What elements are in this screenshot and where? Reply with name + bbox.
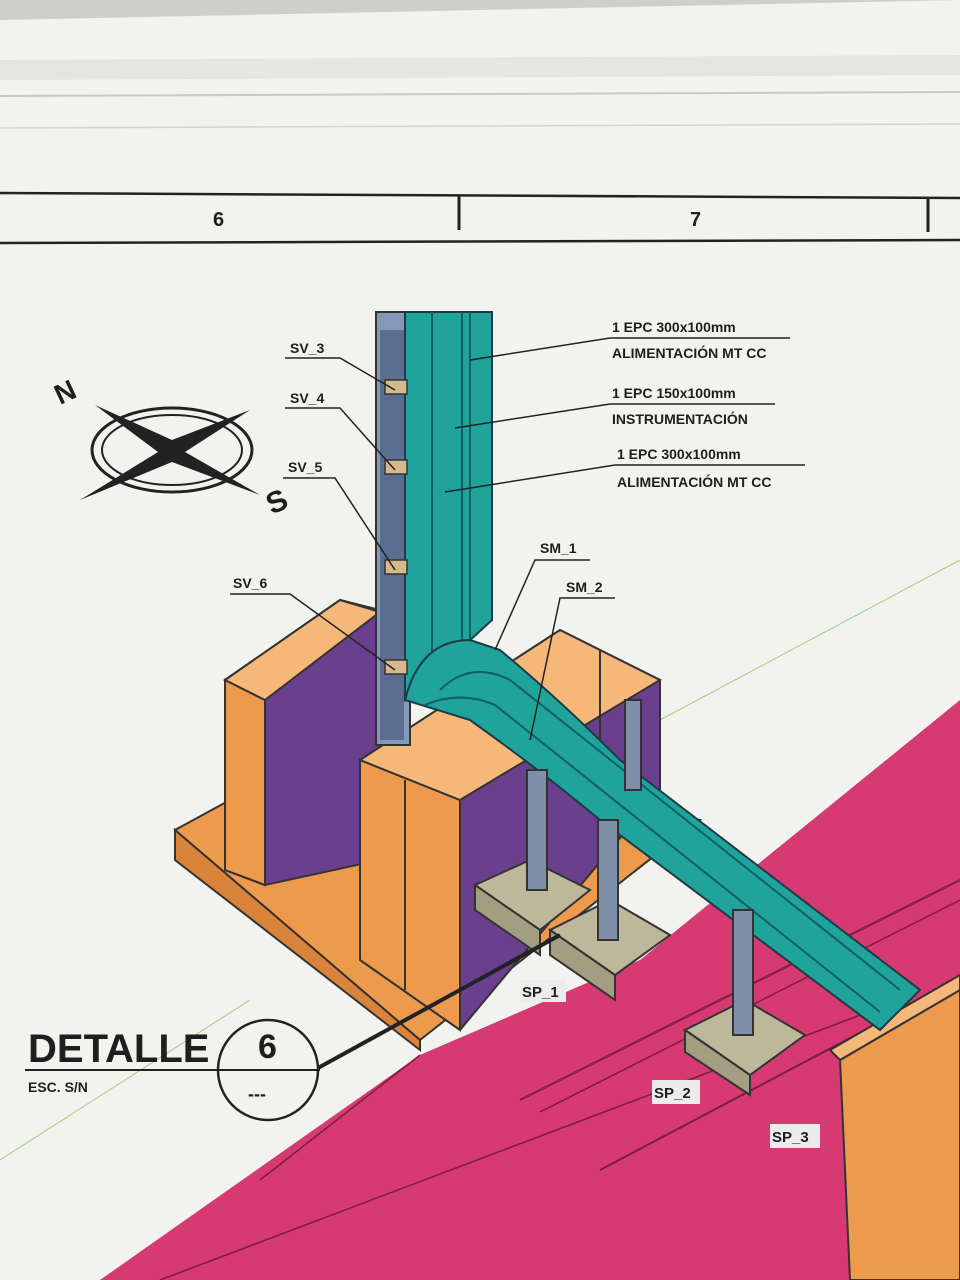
wall-block-right [828, 973, 960, 1280]
tray-spec-label: 1 EPC 150x100mm [612, 385, 736, 401]
detail-sheet: --- [248, 1084, 266, 1104]
detail-title-block: DETALLE ESC. S/N 6 --- [25, 933, 561, 1122]
cable-tray-riser [404, 311, 493, 703]
grid-column-label: 7 [690, 209, 701, 231]
tray-spec-label: 1 EPC 300x100mm [617, 446, 741, 462]
detail-scale: ESC. S/N [28, 1079, 88, 1095]
support-label: SV_4 [290, 390, 324, 406]
tray-spec-label: 1 EPC 300x100mm [612, 319, 736, 335]
support-label: SP_2 [654, 1085, 691, 1102]
post-footing-3 [683, 909, 807, 1097]
wall-support-callouts: SM_1 SM_2 [494, 540, 615, 741]
post-footing-2 [548, 819, 672, 1002]
post-support-callouts: SP_1 SP_2 SP_3 [520, 980, 820, 1148]
support-label: SV_3 [290, 340, 324, 356]
support-label: SM_2 [566, 579, 603, 595]
support-label: SP_1 [522, 984, 559, 1001]
tray-callouts: 1 EPC 300x100mm ALIMENTACIÓN MT CC 1 EPC… [444, 319, 805, 493]
post-footing-1 [472, 769, 592, 957]
grid-column-label: 6 [213, 209, 224, 231]
support-label: SP_3 [772, 1129, 809, 1146]
post-rear [624, 699, 642, 791]
tray-use-label: ALIMENTACIÓN MT CC [612, 344, 767, 361]
vertical-support-callouts: SV_3 SV_4 SV_5 SV_6 [230, 340, 396, 671]
detail-title: DETALLE [28, 1027, 209, 1071]
detail-number: 6 [258, 1028, 277, 1066]
vertical-support-column [375, 311, 411, 746]
wall-block-left [223, 598, 383, 887]
detail-bubble [216, 1018, 320, 1122]
support-label: SV_5 [288, 459, 322, 475]
support-label: SM_1 [540, 540, 577, 556]
paper-fold [0, 55, 960, 80]
cable-tray-run [403, 638, 922, 1032]
grid-reference-band: 6 7 [0, 191, 960, 245]
support-brackets [384, 379, 408, 675]
support-label: SV_6 [233, 575, 267, 591]
tray-use-label: INSTRUMENTACIÓN [612, 410, 748, 427]
tray-use-label: ALIMENTACIÓN MT CC [617, 473, 772, 490]
